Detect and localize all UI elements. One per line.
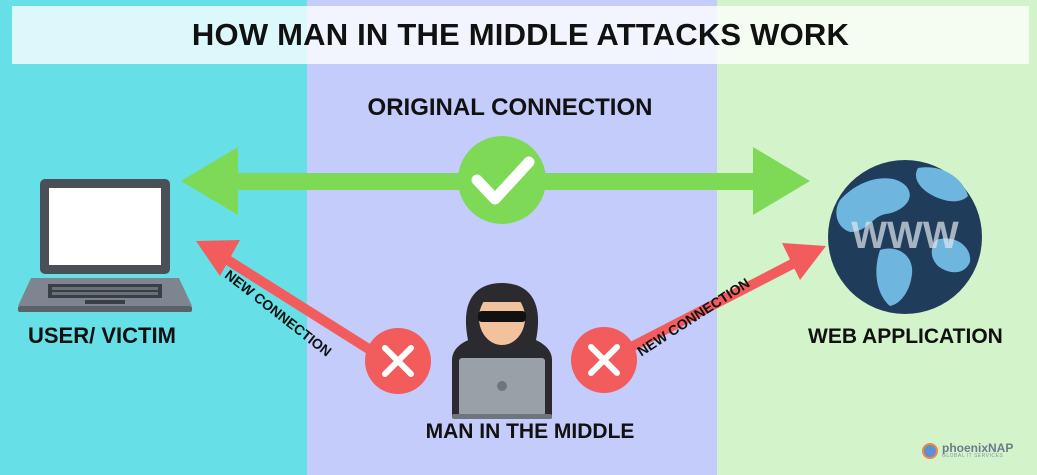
check-icon — [458, 136, 546, 224]
title-bar: HOW MAN IN THE MIDDLE ATTACKS WORK — [12, 6, 1029, 64]
man-in-the-middle-label: MAN IN THE MIDDLE — [425, 420, 635, 443]
new-connection-arrow-right — [607, 243, 826, 363]
new-connection-arrow-left — [196, 240, 386, 363]
globe-text: WWW — [851, 215, 959, 257]
brand-logo: phoenixNAP GLOBAL IT SERVICES — [922, 442, 1013, 459]
brand-tagline: GLOBAL IT SERVICES — [942, 453, 1004, 459]
diagram-title: HOW MAN IN THE MIDDLE ATTACKS WORK — [191, 17, 850, 52]
logo-icon — [922, 442, 938, 459]
brand-text: phoenixNAP GLOBAL IT SERVICES — [942, 442, 1013, 459]
globe-icon: WWW — [828, 160, 982, 314]
user-victim-label: USER/ VICTIM — [28, 323, 176, 348]
laptop-icon — [18, 179, 192, 312]
brand-name: phoenixNAP — [942, 441, 1014, 455]
x-icon — [571, 327, 637, 393]
hacker-icon — [452, 283, 552, 419]
web-application-label: WEB APPLICATION — [808, 325, 1003, 348]
x-icon — [365, 328, 431, 394]
original-connection-label: ORIGINAL CONNECTION — [367, 94, 653, 121]
